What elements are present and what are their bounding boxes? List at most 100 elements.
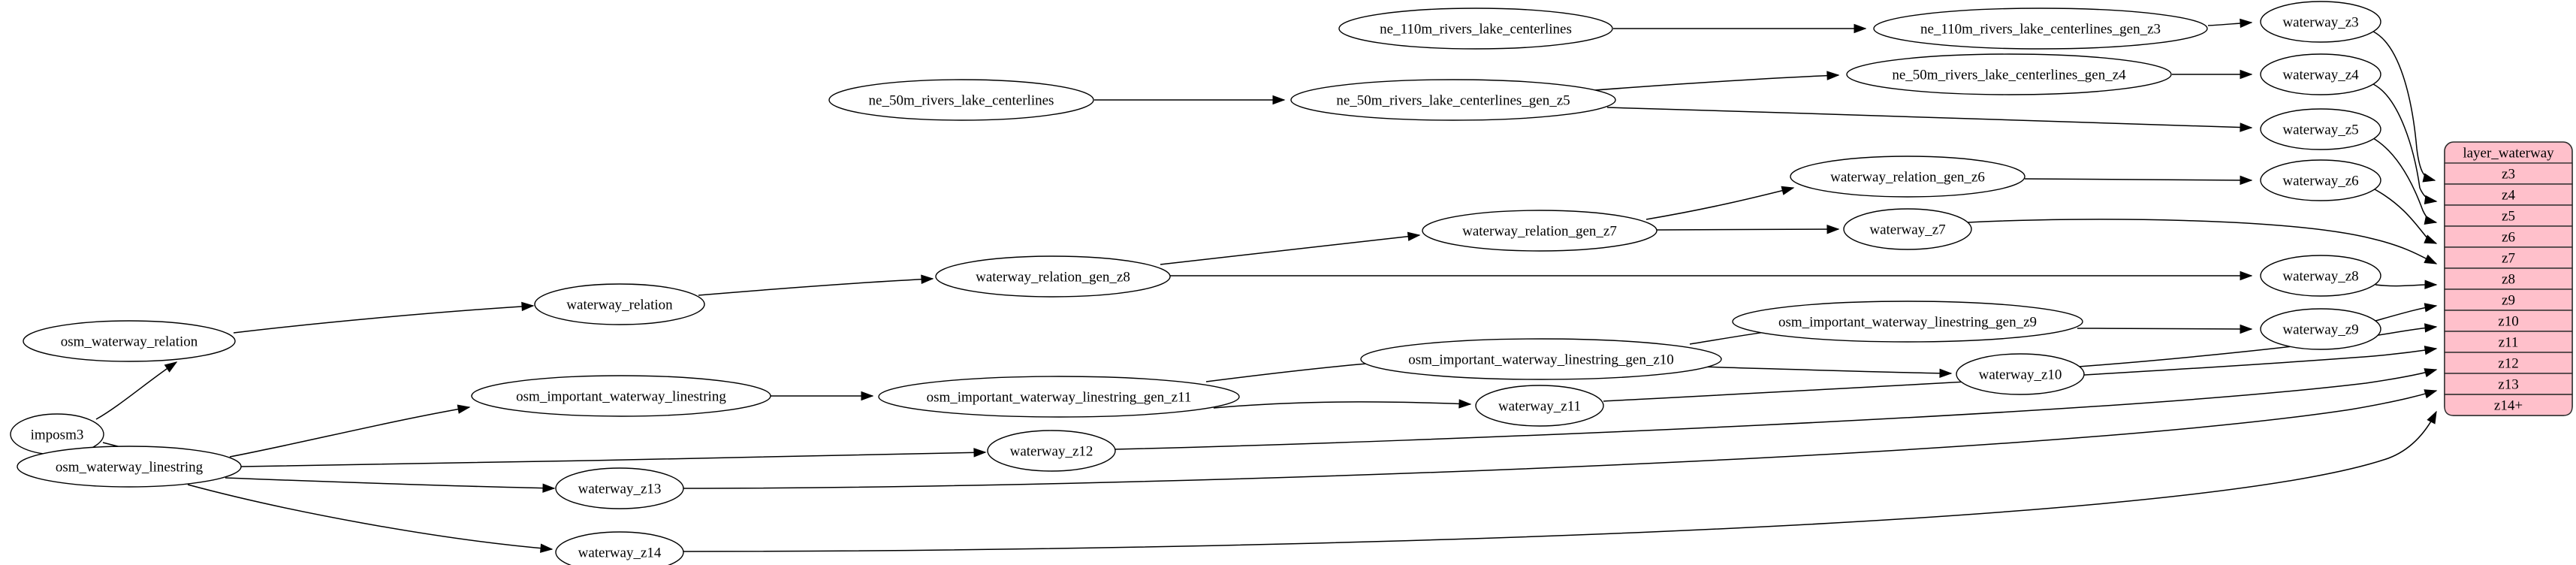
edge-line [1656, 228, 1839, 231]
arrow-head-icon [1826, 71, 1840, 80]
table-row[interactable]: z7 [2444, 246, 2573, 269]
table-row[interactable]: z3 [2444, 162, 2573, 185]
arrow-head-icon [973, 448, 987, 458]
edge-waterway_z10-to-layer_z10 [2078, 323, 2438, 367]
node-shape [17, 446, 242, 488]
table-row[interactable]: z5 [2444, 204, 2573, 227]
node-label: waterway_z9 [2282, 322, 2358, 338]
node-waterway_z8[interactable]: waterway_z8 [2260, 255, 2381, 297]
node-waterway_z11[interactable]: waterway_z11 [1475, 385, 1604, 427]
table-row[interactable]: z9 [2444, 289, 2573, 311]
table-row-label: z14+ [2494, 398, 2523, 414]
edge-waterway_z4-to-layer_z4 [2372, 83, 2438, 205]
node-shape [1790, 156, 2026, 198]
node-shape [2260, 159, 2381, 201]
arrow-head-icon [861, 391, 874, 401]
edge-line [683, 390, 2437, 489]
edge-waterway_z3-to-layer_z3 [2372, 31, 2436, 183]
arrow-head-icon [1826, 225, 1840, 234]
node-osm_waterway_linestring[interactable]: osm_waterway_linestring [17, 446, 242, 488]
table-row-label: z10 [2498, 314, 2518, 330]
edge-waterway_relation_gen_z6-to-waterway_z6 [2024, 175, 2253, 186]
arrow-head-icon [457, 404, 471, 414]
node-osm_important_waterway_linestring_gen_z9[interactable]: osm_important_waterway_linestring_gen_z9 [1732, 301, 2083, 343]
edge-osm_waterway_linestring-to-waterway_z14 [187, 484, 554, 553]
arrow-head-icon [921, 274, 934, 284]
node-ne_50m_rivers_lake_centerlines_gen_z5[interactable]: ne_50m_rivers_lake_centerlines_gen_z5 [1290, 79, 1616, 121]
node-shape [1360, 338, 1722, 380]
node-label: ne_110m_rivers_lake_centerlines [1380, 22, 1572, 38]
node-label: waterway_z4 [2282, 68, 2359, 83]
table-row[interactable]: z8 [2444, 267, 2573, 290]
node-waterway_z12[interactable]: waterway_z12 [987, 430, 1116, 472]
arrow-head-icon [2424, 389, 2438, 399]
node-waterway_z9[interactable]: waterway_z9 [2260, 308, 2381, 350]
node-waterway_z3[interactable]: waterway_z3 [2260, 1, 2381, 43]
edge-waterway_z5-to-layer_z5 [2372, 137, 2438, 225]
node-label: osm_waterway_relation [61, 334, 198, 350]
table-row[interactable]: z11 [2444, 331, 2573, 353]
node-waterway_relation_gen_z6[interactable]: waterway_relation_gen_z6 [1790, 156, 2026, 198]
node-osm_waterway_relation[interactable]: osm_waterway_relation [23, 320, 236, 362]
node-waterway_z6[interactable]: waterway_z6 [2260, 159, 2381, 201]
node-label: ne_50m_rivers_lake_centerlines_gen_z4 [1892, 68, 2126, 83]
node-label: osm_important_waterway_linestring_gen_z9 [1778, 315, 2037, 331]
node-waterway_z5[interactable]: waterway_z5 [2260, 108, 2381, 150]
table-row[interactable]: z12 [2444, 352, 2573, 374]
table-row-cell [2444, 352, 2573, 374]
edge-line [698, 278, 934, 296]
edge-osm_important_waterway_linestring_gen_z9-to-waterway_z9 [2077, 324, 2253, 334]
node-ne_110m_rivers_lake_centerlines[interactable]: ne_110m_rivers_lake_centerlines [1338, 8, 1613, 50]
node-ne_50m_rivers_lake_centerlines[interactable]: ne_50m_rivers_lake_centerlines [828, 79, 1094, 121]
node-osm_important_waterway_linestring_gen_z11[interactable]: osm_important_waterway_linestring_gen_z1… [878, 376, 1240, 418]
node-waterway_z13[interactable]: waterway_z13 [555, 467, 684, 509]
node-osm_important_waterway_linestring_gen_z10[interactable]: osm_important_waterway_linestring_gen_z1… [1360, 338, 1722, 380]
table-row-label: z7 [2502, 251, 2515, 267]
node-ne_110m_rivers_lake_centerlines_gen_z3[interactable]: ne_110m_rivers_lake_centerlines_gen_z3 [1873, 8, 2208, 50]
edge-line [683, 411, 2437, 552]
edge-osm_waterway_relation-to-waterway_relation [233, 301, 535, 334]
table-row-cell [2444, 394, 2573, 416]
edge-imposm3-to-osm_waterway_relation [95, 361, 178, 420]
node-label: waterway_relation_gen_z7 [1462, 224, 1617, 240]
node-osm_important_waterway_linestring[interactable]: osm_important_waterway_linestring [471, 375, 771, 417]
node-label: osm_waterway_linestring [56, 460, 204, 476]
node-waterway_z10[interactable]: waterway_z10 [1956, 353, 2085, 395]
edge-osm_waterway_linestring-to-waterway_z12 [240, 448, 987, 467]
node-shape [555, 467, 684, 509]
node-waterway_relation_gen_z7[interactable]: waterway_relation_gen_z7 [1422, 210, 1658, 252]
edge-waterway_z8-to-layer_z8 [2375, 279, 2438, 289]
node-label: waterway_z7 [1869, 222, 1945, 238]
node-waterway_z4[interactable]: waterway_z4 [2260, 53, 2381, 95]
table-row[interactable]: z10 [2444, 310, 2573, 332]
node-shape [878, 376, 1240, 418]
table-row[interactable]: z13 [2444, 373, 2573, 395]
nodes-layer: imposm3osm_waterway_relationosm_waterway… [10, 1, 2381, 565]
arrow-head-icon [2240, 69, 2253, 80]
edge-ne_50m_rivers_lake_centerlines-to-ne_50m_rivers_lake_centerlines_gen_z5 [1094, 95, 1286, 105]
table-row-cell [2444, 373, 2573, 395]
table-row[interactable]: z6 [2444, 225, 2573, 248]
arrow-head-icon [2424, 215, 2438, 225]
node-waterway_z14[interactable]: waterway_z14 [555, 531, 684, 565]
edge-line [1213, 401, 1471, 409]
edge-waterway_z6-to-layer_z6 [2374, 189, 2438, 244]
node-waterway_z7[interactable]: waterway_z7 [1843, 208, 1972, 250]
edge-ne_50m_rivers_lake_centerlines_gen_z5-to-waterway_z5 [1606, 107, 2253, 132]
node-waterway_relation_gen_z8[interactable]: waterway_relation_gen_z8 [935, 255, 1171, 298]
table-row[interactable]: z14+ [2444, 394, 2573, 416]
edge-line [2372, 31, 2436, 181]
edge-line [2024, 178, 2252, 181]
node-shape [1422, 210, 1658, 252]
node-ne_50m_rivers_lake_centerlines_gen_z4[interactable]: ne_50m_rivers_lake_centerlines_gen_z4 [1846, 53, 2172, 95]
node-waterway_relation[interactable]: waterway_relation [534, 283, 705, 325]
arrow-head-icon [2424, 254, 2438, 264]
table-row[interactable]: z4 [2444, 183, 2573, 206]
edge-ne_110m_rivers_lake_centerlines_gen_z3-to-waterway_z3 [2207, 18, 2253, 29]
edge-line [1603, 348, 2437, 402]
table-title: layer_waterway [2463, 146, 2554, 162]
arrow-head-icon [2240, 175, 2253, 186]
edge-line [1114, 369, 2437, 450]
arrow-head-icon [1407, 231, 1421, 241]
